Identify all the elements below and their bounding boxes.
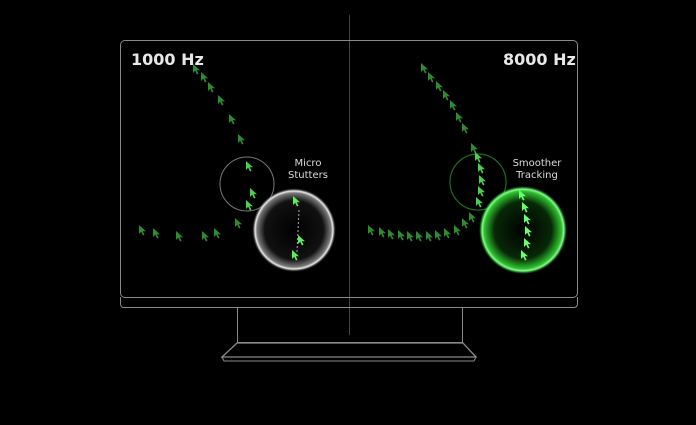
right-annotation: Smoother Tracking (512, 158, 562, 181)
monitor-screen (120, 40, 578, 298)
monitor-bezel (120, 297, 578, 308)
left-annotation: Micro Stutters (288, 158, 328, 181)
cursor-trail-right (368, 63, 478, 242)
stand-base (220, 342, 478, 358)
cursor-trail-left (139, 64, 245, 242)
left-panel-title: 1000 Hz (131, 50, 204, 69)
center-divider (349, 15, 350, 335)
right-panel-title: 8000 Hz (503, 50, 576, 69)
